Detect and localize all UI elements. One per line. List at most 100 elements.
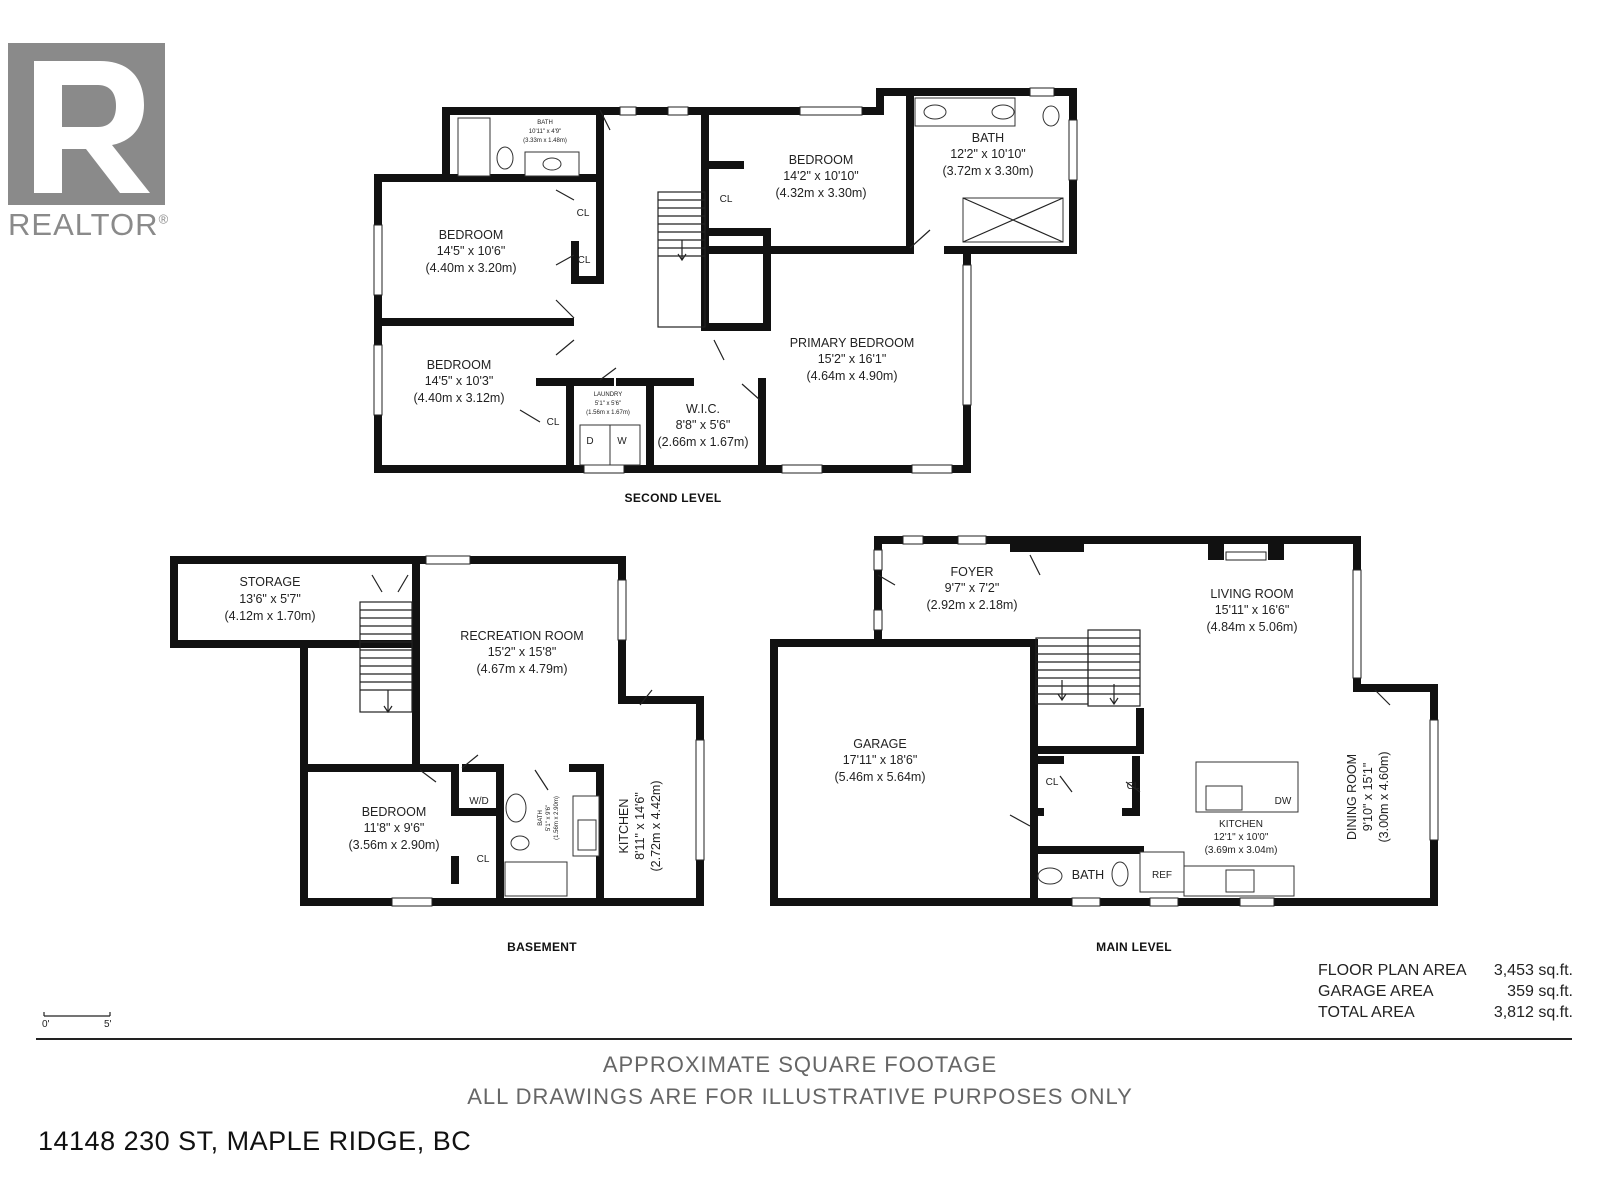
main-level-plan: FOYER 9'7" x 7'2" (2.92m x 2.18m) LIVING… (770, 535, 1439, 954)
svg-text:0': 0' (42, 1019, 50, 1030)
svg-text:BATH: BATH (538, 810, 544, 826)
svg-text:11'8" x 9'6": 11'8" x 9'6" (364, 821, 425, 835)
svg-text:10'11" x 4'9": 10'11" x 4'9" (529, 129, 561, 135)
svg-text:KITCHEN: KITCHEN (1219, 819, 1263, 830)
svg-text:12'2" x 10'10": 12'2" x 10'10" (950, 147, 1026, 161)
toilet-icon (1037, 867, 1063, 885)
svg-text:(4.84m x 5.06m): (4.84m x 5.06m) (1206, 620, 1297, 634)
svg-text:13'6" x 5'7": 13'6" x 5'7" (239, 592, 301, 606)
sink-icon (1111, 861, 1129, 887)
svg-text:15'2" x 16'1": 15'2" x 16'1" (818, 352, 887, 366)
room-storage: STORAGE 13'6" x 5'7" (4.12m x 1.70m) (224, 575, 315, 623)
svg-text:(4.12m x 1.70m): (4.12m x 1.70m) (224, 609, 315, 623)
svg-text:17'11" x 18'6": 17'11" x 18'6" (843, 753, 918, 767)
sink-icon (923, 104, 947, 120)
tub-icon (457, 117, 491, 177)
svg-text:BEDROOM: BEDROOM (427, 358, 492, 372)
floor-plan: BATH 10'11" x 4'9" (3.33m x 1.48m) BEDRO… (42, 87, 1439, 1030)
svg-text:12'1" x 10'0": 12'1" x 10'0" (1214, 832, 1269, 843)
svg-text:(1.56m x 2.90m): (1.56m x 2.90m) (554, 796, 560, 840)
svg-text:(4.40m x 3.20m): (4.40m x 3.20m) (425, 261, 516, 275)
svg-text:(2.92m x 2.18m): (2.92m x 2.18m) (926, 598, 1017, 612)
svg-text:(4.64m x 4.90m): (4.64m x 4.90m) (806, 369, 897, 383)
refrigerator-label: REF (1152, 870, 1172, 881)
svg-text:(4.67m x 4.79m): (4.67m x 4.79m) (476, 662, 567, 676)
area-row-floor: FLOOR PLAN AREA 3,453 sq.ft. (1318, 962, 1573, 979)
range-icon (1225, 869, 1255, 893)
svg-text:DINING ROOM: DINING ROOM (1345, 754, 1359, 840)
svg-text:(1.56m x 1.67m): (1.56m x 1.67m) (586, 410, 630, 416)
room-bedroom-left2: BEDROOM 14'5" x 10'3" (4.40m x 3.12m) (413, 358, 504, 405)
property-address: 14148 230 ST, MAPLE RIDGE, BC (38, 1126, 472, 1156)
second-stairs (657, 191, 706, 328)
main-stairs (1035, 629, 1141, 707)
svg-text:BEDROOM: BEDROOM (789, 153, 854, 167)
svg-text:9'7" x 7'2": 9'7" x 7'2" (945, 581, 1000, 595)
scale-bar: 0' 5' (42, 1012, 112, 1030)
svg-text:(2.72m x 4.42m): (2.72m x 4.42m) (649, 780, 663, 871)
svg-text:KITCHEN: KITCHEN (617, 799, 631, 854)
svg-text:W.I.C.: W.I.C. (686, 402, 720, 416)
tub-icon (504, 861, 568, 897)
second-level-label: SECOND LEVEL (625, 491, 722, 505)
realtor-logo: REALTOR® (8, 43, 168, 243)
svg-text:BATH: BATH (537, 120, 553, 126)
svg-text:5': 5' (104, 1019, 112, 1030)
room-bedroom-left1: BEDROOM 14'5" x 10'6" (4.40m x 3.20m) (425, 228, 516, 275)
room-bedroom-top: BEDROOM 14'2" x 10'10" (4.32m x 3.30m) (775, 153, 866, 200)
svg-text:BEDROOM: BEDROOM (439, 228, 504, 242)
dishwasher-label: DW (1275, 796, 1292, 807)
room-foyer: FOYER 9'7" x 7'2" (2.92m x 2.18m) (926, 565, 1017, 612)
svg-text:LAUNDRY: LAUNDRY (594, 392, 623, 398)
room-kitchen-basement: KITCHEN 8'11" x 14'6" (2.72m x 4.42m) (617, 780, 663, 871)
closet-label: CL (477, 854, 490, 865)
sink-icon (991, 104, 1015, 120)
room-recreation: RECREATION ROOM 15'2" x 15'8" (4.67m x 4… (460, 629, 583, 676)
closet-label: CL (720, 194, 733, 205)
sink-icon (1205, 785, 1243, 811)
realtor-wordmark: REALTOR® (8, 207, 170, 242)
svg-text:(4.40m x 3.12m): (4.40m x 3.12m) (413, 391, 504, 405)
closet-label: CL (577, 208, 590, 219)
svg-text:BATH: BATH (972, 131, 1004, 145)
svg-text:(3.69m x 3.04m): (3.69m x 3.04m) (1205, 845, 1278, 856)
basement-plan: STORAGE 13'6" x 5'7" (4.12m x 1.70m) REC… (170, 555, 705, 954)
room-garage: GARAGE 17'11" x 18'6" (5.46m x 5.64m) (834, 737, 925, 784)
sink-icon (505, 793, 527, 823)
svg-text:GARAGE: GARAGE (853, 737, 907, 751)
sink-icon (577, 819, 597, 851)
svg-text:D: D (586, 436, 593, 447)
svg-text:(5.46m x 5.64m): (5.46m x 5.64m) (834, 770, 925, 784)
room-wic: W.I.C. 8'8" x 5'6" (2.66m x 1.67m) (657, 402, 748, 449)
svg-text:8'8" x 5'6": 8'8" x 5'6" (676, 418, 731, 432)
note-approximate: APPROXIMATE SQUARE FOOTAGE (602, 1052, 998, 1077)
sink-icon (542, 157, 562, 171)
second-level-plan: BATH 10'11" x 4'9" (3.33m x 1.48m) BEDRO… (373, 87, 1078, 505)
svg-text:(3.56m x 2.90m): (3.56m x 2.90m) (348, 838, 439, 852)
room-laundry: LAUNDRY 5'1" x 5'6" (1.56m x 1.67m) D W (586, 392, 630, 447)
svg-text:14'5" x 10'3": 14'5" x 10'3" (425, 374, 494, 388)
svg-text:(3.72m x 3.30m): (3.72m x 3.30m) (942, 164, 1033, 178)
closet-label: CL (1127, 781, 1140, 792)
room-living: LIVING ROOM 15'11" x 16'6" (4.84m x 5.06… (1206, 587, 1297, 634)
closet-label: CL (578, 255, 591, 266)
toilet-icon (1042, 105, 1060, 127)
room-bath-basement: BATH 5'1" x 9'6" (1.56m x 2.90m) (538, 796, 560, 840)
note-illustrative: ALL DRAWINGS ARE FOR ILLUSTRATIVE PURPOS… (467, 1084, 1133, 1109)
closet-label: CL (547, 417, 560, 428)
svg-text:(3.00m x 4.60m): (3.00m x 4.60m) (1377, 751, 1391, 842)
svg-text:BEDROOM: BEDROOM (362, 805, 427, 819)
area-summary: FLOOR PLAN AREA 3,453 sq.ft. GARAGE AREA… (1318, 962, 1573, 1025)
toilet-icon (510, 835, 530, 851)
area-row-garage: GARAGE AREA 359 sq.ft. (1318, 983, 1573, 1000)
svg-text:8'11" x 14'6": 8'11" x 14'6" (633, 792, 647, 860)
room-dining: DINING ROOM 9'10" x 15'1" (3.00m x 4.60m… (1345, 751, 1391, 842)
footer-divider (36, 1038, 1572, 1040)
room-bedroom-basement: BEDROOM 11'8" x 9'6" (3.56m x 2.90m) (348, 805, 439, 852)
dryer-icon (579, 424, 611, 466)
svg-text:14'5" x 10'6": 14'5" x 10'6" (437, 244, 506, 258)
room-primary-bedroom: PRIMARY BEDROOM 15'2" x 16'1" (4.64m x 4… (790, 336, 915, 383)
svg-text:(2.66m x 1.67m): (2.66m x 1.67m) (657, 435, 748, 449)
washer-icon (609, 424, 641, 466)
svg-text:RECREATION ROOM: RECREATION ROOM (460, 629, 583, 643)
